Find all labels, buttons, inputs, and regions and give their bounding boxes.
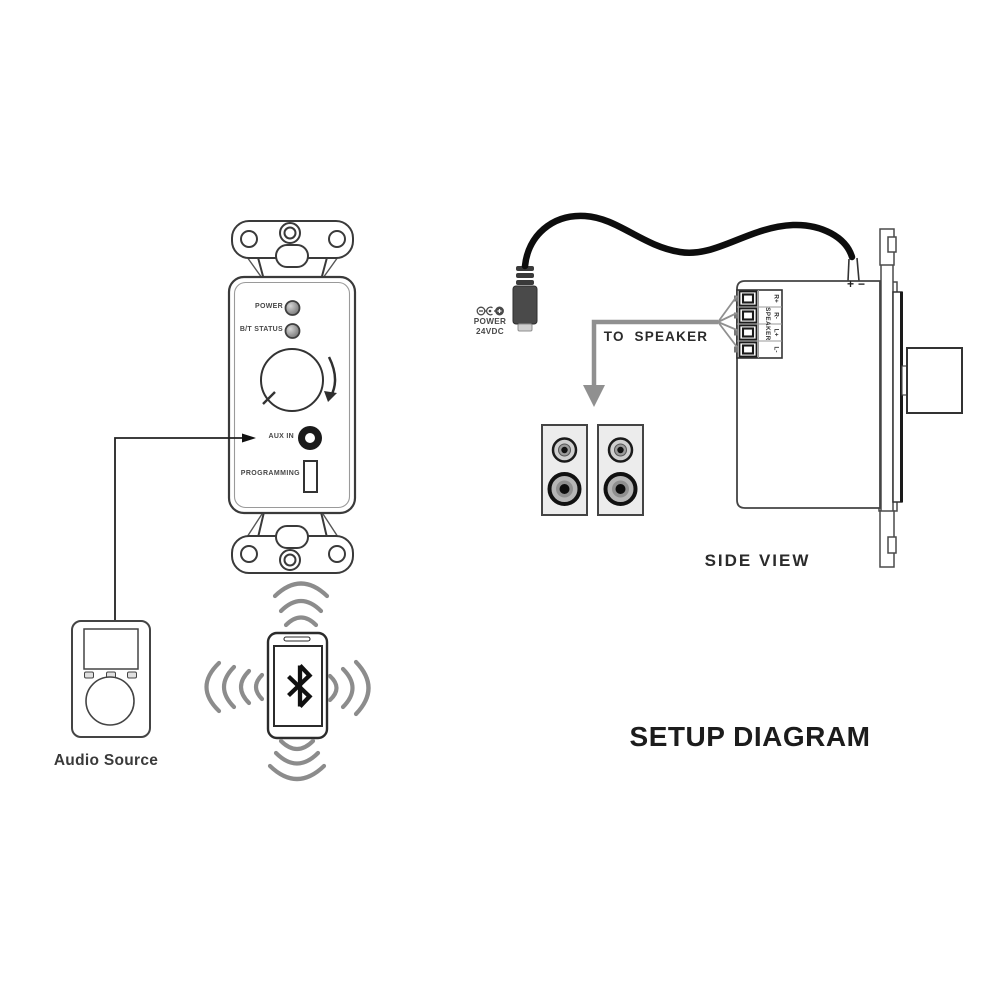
bracket-hole-left: [240, 230, 258, 248]
wave-top: [283, 615, 319, 628]
aux-in-jack[interactable]: [298, 426, 322, 450]
terminal-label-l-plus: L+: [772, 328, 780, 337]
speaker-right: [597, 424, 644, 516]
plus-terminal-label: +: [846, 277, 854, 291]
side-view-caption: SIDE VIEW: [704, 551, 811, 570]
bluetooth-icon: [287, 664, 313, 708]
wave-right: [353, 659, 371, 717]
audio-source-caption: Audio Source: [53, 752, 159, 769]
speaker-left: [541, 424, 588, 516]
wireless-wave-arcs: [204, 581, 371, 781]
wave-right: [327, 673, 339, 703]
knob-side-view: [906, 347, 963, 414]
wave-left: [253, 672, 265, 702]
dc-polarity-center-positive-icon: [476, 306, 504, 316]
rotate-clockwise-arrow-icon: [324, 356, 337, 402]
wall-plate-front: [227, 275, 357, 515]
wave-left: [238, 668, 252, 706]
audio-source-device: [71, 620, 151, 738]
terminal-label-r-plus: R+: [772, 294, 780, 303]
terminal-label-l-minus: L-: [772, 346, 780, 353]
wave-bottom: [273, 750, 321, 766]
terminal-label-r-minus: R-: [772, 312, 780, 319]
wall-plate-side-view: [878, 228, 963, 568]
wave-top: [278, 598, 324, 614]
bt-status-led: [284, 323, 301, 339]
wave-bottom: [267, 763, 327, 781]
plate-edge: [880, 262, 894, 538]
power-voltage-label: 24VDC: [476, 327, 504, 336]
bracket-hole-right: [328, 545, 346, 563]
audio-source-screen: [83, 628, 139, 670]
power-cable: [521, 212, 860, 282]
programming-switch-slot[interactable]: [303, 460, 318, 493]
to-speaker-arrow: [583, 295, 738, 407]
earpiece-slit: [283, 636, 311, 642]
speakers: [541, 424, 644, 516]
audio-source-button: [84, 671, 94, 679]
wave-left: [204, 660, 222, 714]
minus-terminal-label: −: [857, 277, 865, 291]
terminal-screws: [734, 290, 758, 358]
mounting-bracket-bottom: [231, 511, 354, 574]
aux-input-arrow: [114, 433, 256, 620]
power-wire: [856, 257, 860, 282]
speaker-terminal-block[interactable]: [734, 289, 783, 359]
aux-in-label: AUX IN: [268, 433, 294, 440]
wave-top: [272, 581, 330, 599]
to-speaker-label: TO SPEAKER: [603, 329, 709, 344]
audio-source-button: [127, 671, 137, 679]
mounting-bracket-top: [231, 220, 354, 281]
wave-bottom: [278, 738, 316, 752]
click-wheel: [85, 676, 135, 726]
power-wire: [847, 258, 850, 282]
volume-knob[interactable]: [260, 348, 324, 412]
power-input-label: POWER: [473, 317, 507, 326]
programming-label: PROGRAMMING: [240, 470, 300, 477]
bracket-hole-left: [240, 545, 258, 563]
power-led: [284, 300, 301, 316]
power-led-label: POWER: [255, 303, 283, 310]
bracket-hole-right: [328, 230, 346, 248]
wave-right: [340, 666, 355, 710]
dc-power-plug: [512, 266, 538, 332]
power-polarity-terminals: +−: [845, 277, 875, 291]
terminal-group-label: SPEAKER: [764, 307, 771, 341]
wave-left: [221, 664, 237, 710]
bt-status-led-label: B/T STATUS: [239, 326, 283, 333]
page-title: SETUP DIAGRAM: [629, 721, 871, 752]
